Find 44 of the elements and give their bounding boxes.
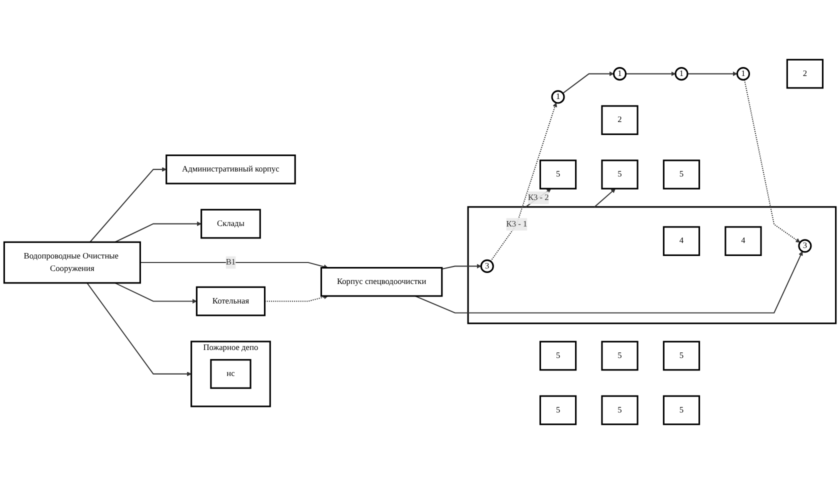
arrow	[688, 72, 738, 76]
node-box: Склады	[200, 208, 261, 239]
node-box: 5	[539, 160, 577, 190]
arrow	[90, 167, 167, 242]
arrow	[525, 188, 552, 208]
node-box: 5	[539, 395, 577, 426]
edge-label: В1	[226, 258, 236, 267]
arrow	[442, 264, 482, 270]
node-box: 5	[601, 395, 638, 426]
node-circle: 3	[480, 259, 494, 273]
node-box: нс	[210, 359, 252, 389]
arrow	[140, 262, 328, 269]
node-circle: 1	[736, 67, 750, 81]
node-circle: 1	[551, 90, 565, 104]
node-box: 2	[786, 58, 824, 89]
arrow	[744, 80, 800, 243]
arrow	[114, 282, 197, 304]
node-box: 5	[662, 395, 700, 426]
node-box: Водопроводные Очистные Сооружения	[3, 241, 141, 284]
node-circle: 1	[612, 67, 627, 81]
edge-label: К3 - 1	[506, 220, 528, 229]
arrow	[626, 72, 676, 76]
arrow	[414, 251, 803, 314]
node-box: 5	[601, 340, 638, 371]
arrow	[594, 188, 616, 208]
node-circle: 1	[674, 67, 688, 81]
node-box: 2	[601, 105, 638, 136]
arrow	[86, 282, 192, 376]
node-box: 5	[662, 340, 700, 371]
node-box: Корпус спецводоочистки	[320, 266, 443, 297]
edge-label: К3 - 2	[528, 193, 549, 202]
node-box: Административный корпус	[166, 154, 296, 184]
arrow	[264, 294, 328, 302]
arrow	[562, 72, 614, 94]
node-circle: 3	[798, 239, 812, 253]
node-box: 4	[662, 226, 700, 256]
node-box: 4	[724, 226, 762, 256]
cluster	[467, 206, 837, 324]
node-box: 5	[662, 160, 700, 190]
arrow	[114, 222, 202, 243]
arrow	[490, 102, 558, 262]
node-box: Котельная	[196, 286, 266, 316]
node-box: 5	[539, 340, 577, 371]
node-box: 5	[601, 160, 638, 190]
